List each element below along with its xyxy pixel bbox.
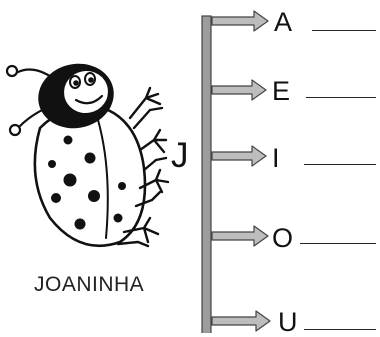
shell <box>33 106 147 248</box>
arrow-i <box>211 145 267 167</box>
arrow-a <box>211 10 269 32</box>
vertical-bar <box>201 15 212 333</box>
vowel-a: A <box>274 7 293 37</box>
answer-line-i[interactable] <box>304 164 376 165</box>
antenna-tip-lower <box>8 123 22 137</box>
answer-line-e[interactable] <box>306 97 376 98</box>
vowel-e: E <box>272 76 291 106</box>
arrow-u <box>211 310 271 332</box>
syllable-letter: J <box>171 136 189 175</box>
answer-line-o[interactable] <box>300 243 376 244</box>
ladybug-illustration <box>5 63 170 248</box>
vowel-o: O <box>272 223 294 253</box>
answer-line-a[interactable] <box>312 30 376 31</box>
word-caption: JOANINHA <box>34 273 145 296</box>
legs <box>116 86 170 248</box>
antenna-tip-upper <box>5 64 19 78</box>
spots <box>48 135 126 230</box>
arrow-o <box>211 225 269 247</box>
answer-line-u[interactable] <box>304 329 376 330</box>
vowel-u: U <box>278 307 298 337</box>
smile <box>74 94 104 105</box>
vowel-i: I <box>272 143 280 173</box>
arrows <box>211 10 271 332</box>
shell-seam <box>97 119 109 239</box>
arrow-e <box>211 79 267 101</box>
